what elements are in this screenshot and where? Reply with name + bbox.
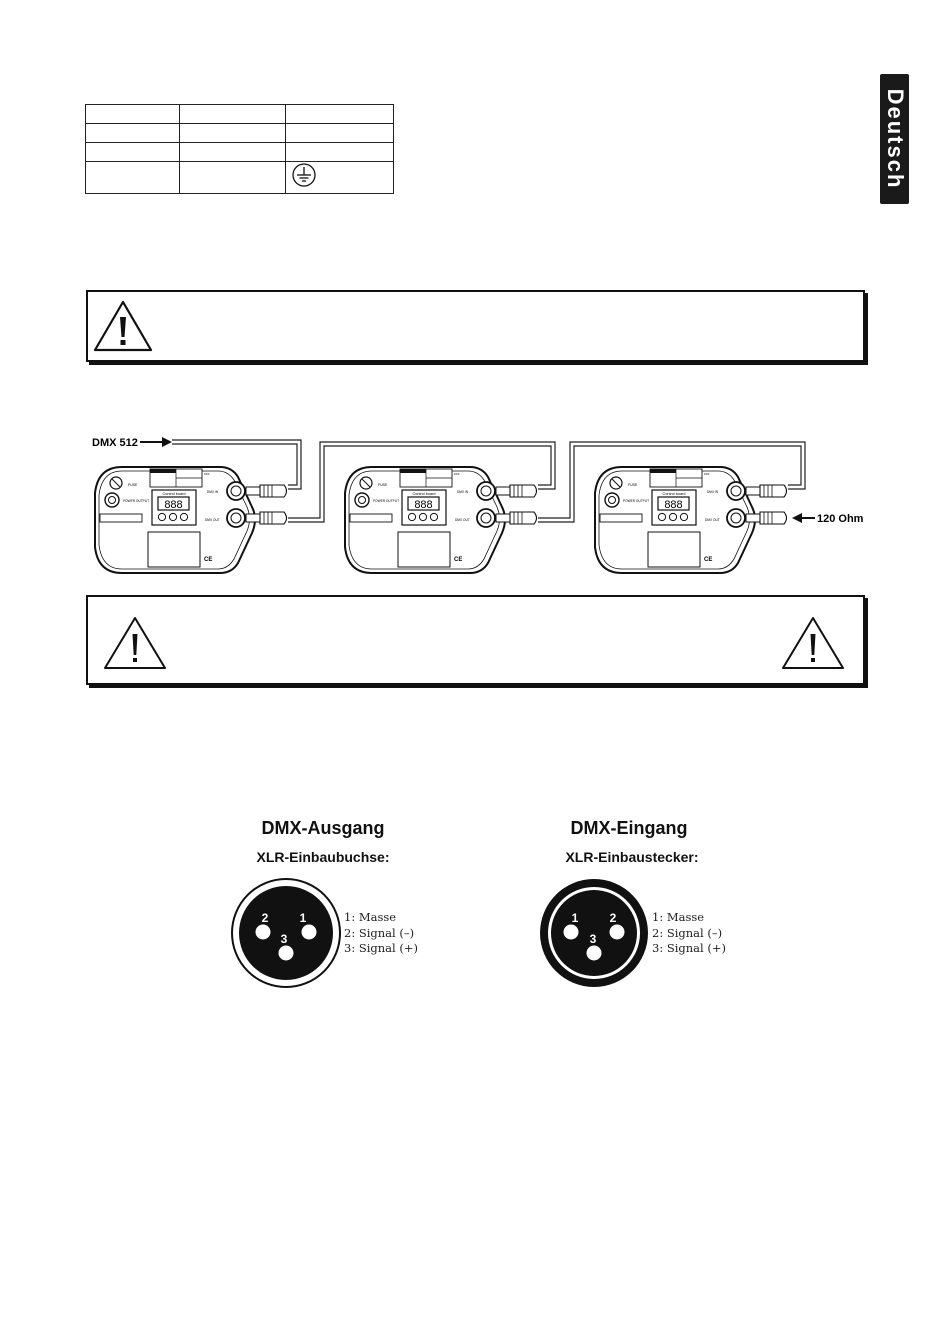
ce-mark: CE: [454, 557, 462, 563]
dmx-input-subtitle: XLR-Einbaustecker:: [565, 849, 699, 865]
dmx-output-subtitle: XLR-Einbaubuchse:: [256, 849, 390, 865]
control-board-label: Control board: [662, 492, 685, 496]
pin-description: 1: Masse: [344, 910, 397, 924]
fuse-label: FUSE: [378, 483, 388, 487]
pin-label: 3: [281, 932, 288, 946]
table-row: [85, 123, 394, 143]
dmx-in-label: DMX IN: [707, 490, 719, 494]
pin-description: 2: Signal (–): [344, 925, 415, 940]
xlr-socket-icon: 2 1 3: [231, 878, 341, 988]
pin-description: 3: Signal (+): [652, 941, 726, 955]
pin-label: 3: [590, 932, 597, 946]
warning-triangle-icon: [93, 300, 153, 352]
pin-description: 1: Masse: [652, 910, 705, 924]
warning-box-2: [86, 595, 865, 685]
output-pin-list: 1: Masse 2: Signal (–) 3: Signal (+): [344, 910, 418, 957]
display-readout: 888: [664, 499, 682, 511]
warning-triangle-icon: [104, 617, 166, 669]
pin-label: 1: [572, 911, 579, 925]
pin-description: 3: Signal (+): [344, 941, 418, 955]
dmx-output-title: DMX-Ausgang: [261, 818, 385, 838]
ground-icon: [292, 163, 316, 187]
table-row: [85, 104, 394, 124]
termination-label: 120 Ohm: [817, 513, 864, 525]
dmx-in-label: DMX IN: [457, 490, 469, 494]
pin-label: 2: [262, 911, 269, 925]
power-output-label: POWER OUTPUT: [373, 499, 399, 503]
pin-label: 1: [300, 911, 307, 925]
svg-text:≡≡≡: ≡≡≡: [204, 472, 210, 476]
dmx-input-title: DMX-Eingang: [570, 818, 688, 838]
dmx-chain-diagram: DMX 512 120 Ohm FUSE POWER OUTPUT Contro…: [92, 437, 864, 574]
arrow-right-icon: [140, 437, 172, 447]
table-row: [85, 161, 394, 194]
power-output-label: POWER OUTPUT: [623, 499, 649, 503]
dmx-in-label: DMX IN: [207, 490, 219, 494]
input-pin-list: 1: Masse 2: Signal (–) 3: Signal (+): [652, 910, 726, 957]
ce-mark: CE: [204, 557, 212, 563]
dmx-out-label: DMX OUT: [705, 518, 720, 522]
wiring-table: [85, 104, 394, 194]
warning-box-1: [86, 290, 865, 362]
language-tab: Deutsch: [880, 74, 909, 204]
svg-text:≡≡≡: ≡≡≡: [454, 472, 460, 476]
device-unit-3: FUSE POWER OUTPUT Control board 888 ≡≡≡ …: [594, 466, 788, 574]
display-readout: 888: [414, 499, 432, 511]
control-board-label: Control board: [412, 492, 435, 496]
table-row: [85, 142, 394, 162]
device-unit-2: FUSE POWER OUTPUT Control board 888 ≡≡≡ …: [344, 466, 538, 574]
dmx-input-label: DMX 512: [92, 437, 138, 449]
device-unit-1: FUSE POWER OUTPUT Control board 888 ≡≡≡ …: [94, 466, 288, 574]
display-readout: 888: [164, 499, 182, 511]
dmx-cables: [172, 439, 806, 523]
control-board-label: Control board: [162, 492, 185, 496]
pin-description: 2: Signal (–): [652, 925, 723, 940]
xlr-plug-icon: 1 2 3: [540, 879, 648, 987]
dmx-out-label: DMX OUT: [205, 518, 220, 522]
arrow-left-icon: [792, 513, 815, 523]
pin-label: 2: [610, 911, 617, 925]
language-tab-label: Deutsch: [882, 88, 908, 190]
dmx-out-label: DMX OUT: [455, 518, 470, 522]
svg-text:≡≡≡: ≡≡≡: [704, 472, 710, 476]
warning-triangle-icon: [782, 617, 844, 669]
fuse-label: FUSE: [128, 483, 138, 487]
fuse-label: FUSE: [628, 483, 638, 487]
ce-mark: CE: [704, 557, 712, 563]
power-output-label: POWER OUTPUT: [123, 499, 149, 503]
